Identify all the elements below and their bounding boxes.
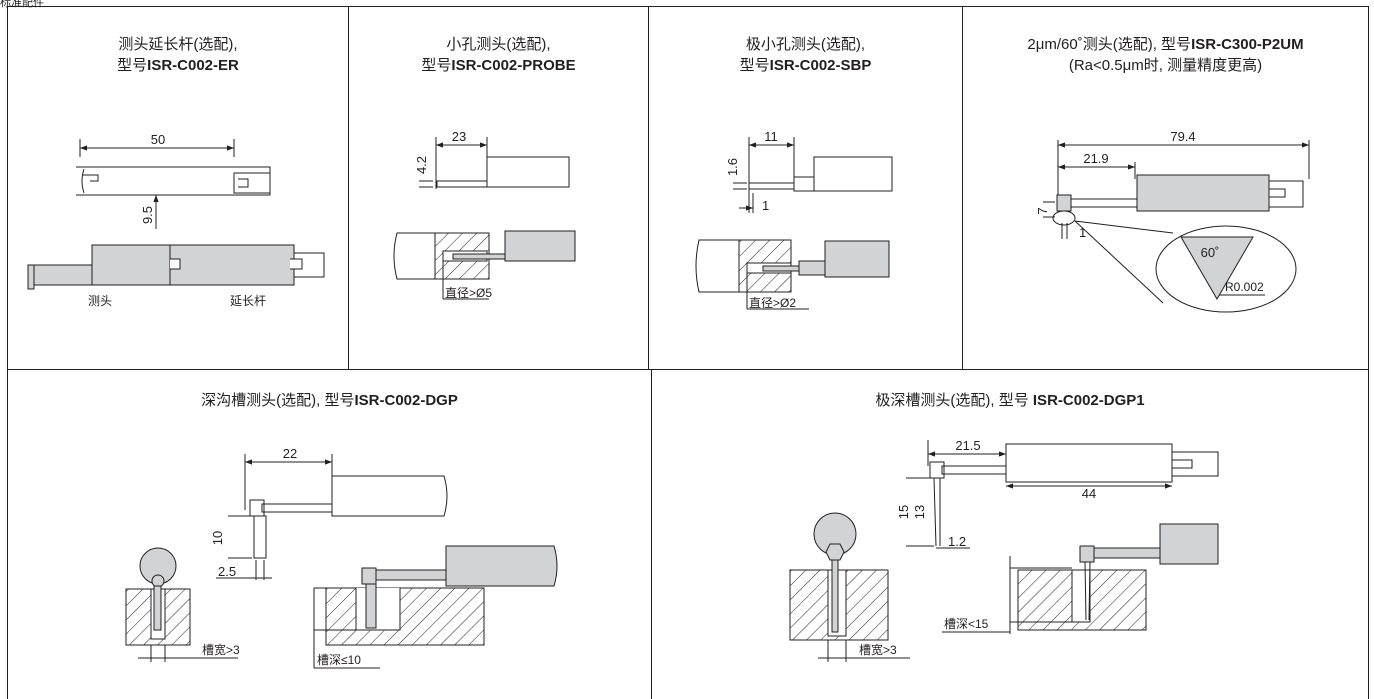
grid-divider-1 xyxy=(348,6,349,369)
dim-height: 7 xyxy=(1035,207,1050,214)
grid-border-left xyxy=(7,6,8,699)
label-diameter: 直径>Ø2 xyxy=(749,296,796,310)
title-line1: 小孔测头(选配), xyxy=(446,36,551,53)
dim-tip: 1.2 xyxy=(948,534,966,549)
grid-border-top xyxy=(7,6,1369,7)
model-number: ISR-C002-SBP xyxy=(769,57,872,74)
title-prefix: 深沟槽测头(选配), 型号 xyxy=(201,392,355,409)
dim-height: 1.6 xyxy=(725,158,740,176)
label-diameter: 直径>Ø5 xyxy=(445,286,492,300)
extension-rod-diagram: 50 9.5 测头 延长杆 xyxy=(27,132,325,308)
dim-front: 21.9 xyxy=(1083,151,1108,166)
dim-height-outer: 15 xyxy=(896,505,911,519)
cell-title: 2μm/60˚测头(选配), 型号ISR-C300-P2UM (Ra<0.5μm… xyxy=(963,34,1368,76)
model-number: ISR-C002-DGP1 xyxy=(1032,392,1145,409)
cell-extra-deep-groove-probe: 极深槽测头(选配), 型号 ISR-C002-DGP1 21.5 44 15 1… xyxy=(652,370,1368,699)
title-line1: 极小孔测头(选配), xyxy=(745,36,866,53)
model-number: ISR-C002-DGP xyxy=(354,392,458,409)
dim-height: 9.5 xyxy=(140,206,155,224)
cell-2um-probe: 2μm/60˚测头(选配), 型号ISR-C300-P2UM (Ra<0.5μm… xyxy=(963,7,1368,369)
cell-title: 小孔测头(选配), 型号ISR-C002-PROBE xyxy=(349,34,648,76)
dim-total: 79.4 xyxy=(1170,129,1195,144)
dim-height: 10 xyxy=(210,531,225,545)
label-width: 槽宽>3 xyxy=(859,642,897,657)
title-line2: (Ra<0.5μm时, 测量精度更高) xyxy=(1068,57,1263,74)
dim-length: 22 xyxy=(283,446,297,461)
dim-body: 44 xyxy=(1082,486,1096,501)
cell-extension-rod: 测头延长杆(选配), 型号ISR-C002-ER 50 9.5 测头 延长杆 xyxy=(8,7,348,369)
cell-title: 深沟槽测头(选配), 型号ISR-C002-DGP xyxy=(8,390,651,411)
2um-probe-diagram: 79.4 21.9 7 1 60˚ R0.002 xyxy=(1035,129,1310,313)
dim-front: 21.5 xyxy=(955,438,980,453)
model-number: ISR-C300-P2UM xyxy=(1191,36,1304,53)
title-prefix: 型号 xyxy=(421,57,452,74)
label-probe: 测头 xyxy=(88,294,112,308)
cell-micro-hole-probe: 极小孔测头(选配), 型号ISR-C002-SBP 11 1.6 1 直径>Ø2 xyxy=(649,7,962,369)
label-extension: 延长杆 xyxy=(230,294,266,308)
grid-divider-bottom xyxy=(651,369,652,699)
cell-deep-groove-probe: 深沟槽测头(选配), 型号ISR-C002-DGP 22 10 2.5 槽宽>3 xyxy=(8,370,651,699)
title-prefix: 2μm/60˚测头(选配), 型号 xyxy=(1027,36,1192,53)
small-hole-probe-diagram: 23 4.2 直径>Ø5 xyxy=(393,129,576,300)
deep-groove-probe-diagram: 22 10 2.5 槽宽>3 槽深≤10 xyxy=(125,446,558,669)
model-number: ISR-C002-ER xyxy=(147,57,239,74)
dim-length: 11 xyxy=(764,129,778,144)
grid-border-middle xyxy=(7,369,1369,370)
cell-small-hole-probe: 小孔测头(选配), 型号ISR-C002-PROBE 23 4.2 直径>Ø5 xyxy=(349,7,648,369)
dim-tip: 2.5 xyxy=(218,564,236,579)
model-number: ISR-C002-PROBE xyxy=(451,57,576,74)
dim-height: 4.2 xyxy=(414,156,429,174)
header-clipped-text: 标准配件 xyxy=(0,0,44,9)
grid-divider-2 xyxy=(648,6,649,369)
dim-length: 50 xyxy=(151,132,165,147)
dim-tip: 1 xyxy=(1079,225,1086,240)
label-depth: 槽深<15 xyxy=(944,617,989,631)
title-prefix: 极深槽测头(选配), 型号 xyxy=(875,392,1033,409)
cell-title: 测头延长杆(选配), 型号ISR-C002-ER xyxy=(8,34,348,76)
dim-length: 23 xyxy=(452,129,466,144)
dim-tip: 1 xyxy=(762,198,769,213)
extra-deep-groove-probe-diagram: 21.5 44 15 13 1.2 槽宽>3 xyxy=(789,438,1219,662)
label-angle: 60˚ xyxy=(1201,245,1220,260)
label-depth: 槽深≤10 xyxy=(317,653,361,667)
label-radius: R0.002 xyxy=(1225,280,1264,294)
micro-hole-probe-diagram: 11 1.6 1 直径>Ø2 xyxy=(695,129,893,310)
grid-border-right xyxy=(1368,6,1369,699)
label-width: 槽宽>3 xyxy=(202,642,240,657)
title-prefix: 型号 xyxy=(739,57,770,74)
cell-title: 极小孔测头(选配), 型号ISR-C002-SBP xyxy=(649,34,962,76)
grid-divider-3 xyxy=(962,6,963,369)
title-prefix: 型号 xyxy=(117,57,148,74)
title-line1: 测头延长杆(选配), xyxy=(118,36,238,53)
cell-title: 极深槽测头(选配), 型号 ISR-C002-DGP1 xyxy=(652,390,1368,411)
dim-height-inner: 13 xyxy=(912,505,927,519)
